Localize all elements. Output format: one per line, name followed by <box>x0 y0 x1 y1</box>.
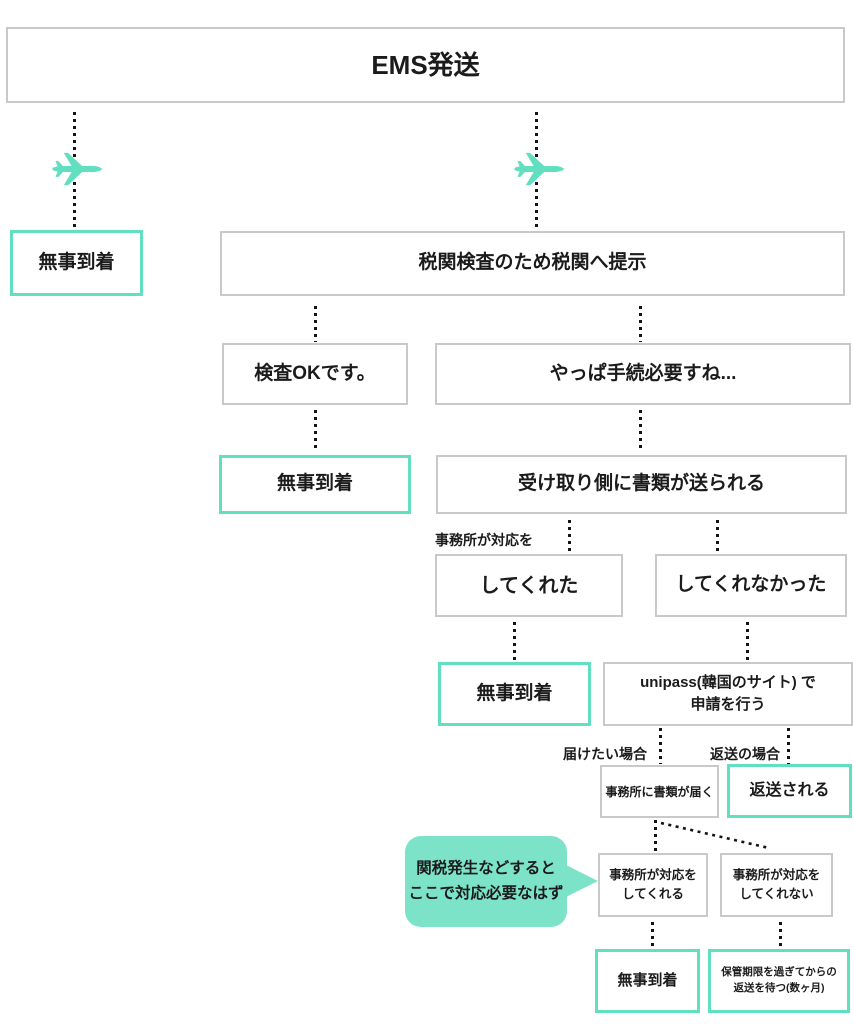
dotted-connector <box>639 306 642 342</box>
deliver-case-label: 届けたい場合 <box>563 746 647 762</box>
docs-arrive-office-box: 事務所に書類が届く <box>600 765 719 818</box>
returned-box: 返送される <box>727 764 852 818</box>
dotted-connector <box>651 922 654 948</box>
airplane-icon <box>48 146 104 192</box>
inspection-ok-box: 検査OKです。 <box>222 343 408 405</box>
procedure-needed-box: やっぱ手続必要すね... <box>435 343 851 405</box>
dotted-connector <box>314 306 317 342</box>
ems-root-box: EMS発送 <box>6 27 845 103</box>
arrived-final-box: 無事到着 <box>595 949 700 1013</box>
office-handles-box: 事務所が対応を してくれる <box>598 853 708 917</box>
dotted-connector <box>568 520 571 553</box>
note-bubble: 関税発生などすると ここで対応必要なはず <box>405 836 567 927</box>
dotted-connector <box>746 622 749 660</box>
airplane-icon <box>510 146 566 192</box>
dotted-connector <box>314 410 317 452</box>
office-refuses-line2: してくれない <box>739 887 814 901</box>
arrived-mid-box: 無事到着 <box>219 455 411 514</box>
wait-return-line1: 保管期限を過ぎてからの <box>721 966 837 979</box>
office-handles-line1: 事務所が対応を <box>609 868 697 883</box>
dotted-connector <box>659 728 662 764</box>
wait-return-box: 保管期限を過ぎてからの 返送を待つ(数ヶ月) <box>708 949 850 1013</box>
office-refuses-line1: 事務所が対応を <box>732 868 821 883</box>
return-case-label: 返送の場合 <box>710 746 780 762</box>
not-handled-box: してくれなかった <box>655 554 847 617</box>
note-bubble-line2: ここで対応必要なはず <box>408 884 564 902</box>
office-response-label: 事務所が対応を <box>435 532 533 548</box>
unipass-box: unipass(韓国のサイト) で 申請を行う <box>603 662 853 726</box>
dotted-connector <box>639 410 642 452</box>
dotted-connector <box>716 520 719 553</box>
dotted-connector <box>787 728 790 764</box>
wait-return-line2: 返送を待つ(数ヶ月) <box>733 982 825 994</box>
office-refuses-box: 事務所が対応を してくれない <box>720 853 833 917</box>
customs-box: 税関検査のため税関へ提示 <box>220 231 845 296</box>
unipass-line2: 申請を行う <box>690 696 766 713</box>
dotted-connector <box>779 922 782 948</box>
handled-box: してくれた <box>435 554 623 617</box>
dotted-connector <box>513 622 516 660</box>
dotted-connector <box>654 820 657 852</box>
dotted-diagonal-connector <box>660 821 770 850</box>
docs-sent-box: 受け取り側に書類が送られる <box>436 455 847 514</box>
arrived-left-box: 無事到着 <box>10 230 143 296</box>
office-handles-line2: してくれる <box>622 887 684 901</box>
note-bubble-line1: 関税発生などすると <box>416 859 556 877</box>
note-bubble-tip <box>564 864 598 898</box>
unipass-line1: unipass(韓国のサイト) で <box>640 674 816 692</box>
arrived-office-box: 無事到着 <box>438 662 591 726</box>
